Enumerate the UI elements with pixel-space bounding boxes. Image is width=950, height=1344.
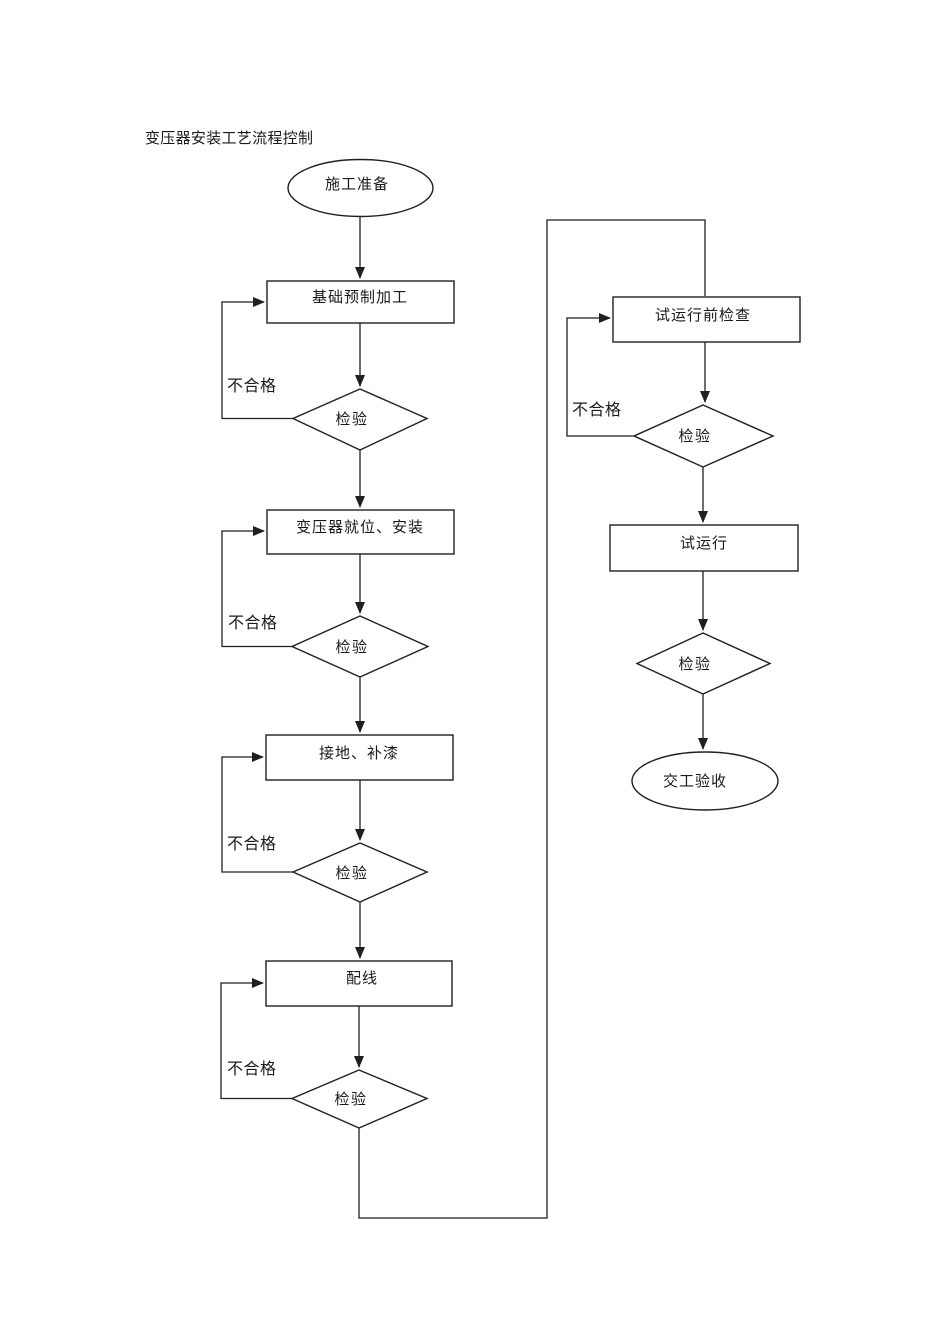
fail1-label: 不合格 [227,377,277,395]
fail2-label: 不合格 [228,614,278,632]
step1-label: 基础预制加工 [312,289,408,306]
start-ellipse [287,158,434,218]
end-label: 交工验收 [663,772,727,790]
page-title: 变压器安装工艺流程控制 [145,130,313,147]
step5-box [612,296,801,343]
node-check5: 检验 [632,404,775,468]
node-check2: 检验 [290,615,430,678]
step4-box [265,960,453,1007]
step3-label: 接地、补漆 [319,745,399,762]
end-ellipse [631,751,779,811]
node-end: 交工验收 [631,751,779,811]
node-step3: 接地、补漆 [265,734,454,781]
step1-box [266,280,455,324]
step5-label: 试运行前检查 [655,307,751,324]
fail3-label: 不合格 [227,835,277,853]
check3-label: 检验 [335,865,368,882]
check4-label: 检验 [334,1091,367,1108]
node-check6: 检验 [635,632,772,695]
loop-check1-to-step1 [221,297,293,420]
loop-check3-to-step3 [221,752,293,873]
fail4-label: 不合格 [227,1060,277,1078]
connector-check4-to-step5 [358,219,706,1219]
step3-box [265,734,454,781]
step4-label: 配线 [346,970,378,987]
fail5-label: 不合格 [572,401,622,419]
check2-diamond [290,615,430,678]
check5-label: 检验 [678,428,711,445]
loop-check5-to-step5 [566,313,634,437]
check3-diamond [291,842,429,903]
check1-label: 检验 [335,411,368,428]
check6-diamond [635,632,772,695]
check4-diamond [290,1069,429,1129]
loop-check4-to-step4 [220,978,292,1100]
step2-box [266,509,455,555]
step2-label: 变压器就位、安装 [296,519,424,536]
check6-label: 检验 [678,656,711,673]
node-step4: 配线 [265,960,453,1007]
node-start: 施工准备 [287,158,434,218]
check1-diamond [291,388,429,451]
node-check3: 检验 [291,842,429,903]
node-step5: 试运行前检查 [612,296,801,343]
node-step1: 基础预制加工 [266,280,455,324]
start-label: 施工准备 [325,176,389,193]
check5-diamond [632,404,775,468]
check2-label: 检验 [335,639,368,656]
step6-box [609,524,799,572]
step6-label: 试运行 [680,535,728,552]
node-check1: 检验 [291,388,429,451]
node-check4: 检验 [290,1069,429,1129]
loop-check2-to-step2 [221,526,292,648]
node-step6: 试运行 [609,524,799,572]
node-step2: 变压器就位、安装 [266,509,455,555]
